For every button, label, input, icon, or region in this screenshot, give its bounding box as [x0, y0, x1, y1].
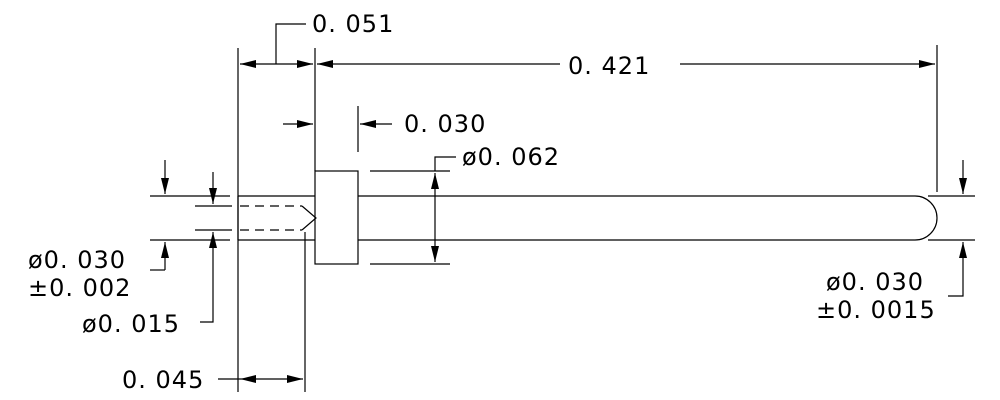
- dim-label-collar-width: 0. 030: [404, 110, 486, 138]
- dim-collar-width: 0. 030: [283, 106, 486, 152]
- leader-line: [275, 23, 306, 64]
- arrowhead: [317, 60, 333, 68]
- arrowhead: [297, 120, 313, 128]
- hidden-bore: [240, 205, 317, 231]
- dim-tail-diameter: ø0. 030 ±0. 002: [28, 160, 230, 302]
- dimension-line-bottom-leader: [948, 242, 964, 297]
- arrowhead: [959, 178, 967, 194]
- arrowhead: [959, 242, 967, 258]
- dim-label-pin-diameter: ø0. 030: [826, 268, 924, 296]
- dim-offset-to-collar: 0. 051: [237, 10, 394, 392]
- collar: [314, 170, 359, 265]
- arrowhead: [209, 232, 217, 248]
- arrowhead: [287, 375, 303, 383]
- dim-label-tail-diameter: ø0. 030: [28, 246, 126, 274]
- arrowhead: [240, 60, 256, 68]
- leader-line: [434, 156, 456, 171]
- dim-label-bore-depth: 0. 045: [122, 366, 204, 394]
- dim-label-length: 0. 421: [568, 52, 650, 80]
- dim-label-collar-diameter: ø0. 062: [462, 143, 560, 171]
- dim-bore-diameter: ø0. 015: [82, 172, 232, 338]
- pin-rounded-tip: [914, 195, 938, 241]
- dim-bore-depth: 0. 045: [122, 232, 306, 394]
- dim-label-tail-tolerance: ±0. 002: [28, 274, 131, 302]
- arrowhead: [431, 173, 439, 189]
- dim-collar-diameter: ø0. 062: [370, 143, 560, 265]
- dim-label-offset: 0. 051: [312, 10, 394, 38]
- dimension-line-bottom-leader: [200, 232, 214, 323]
- dim-label-pin-tolerance: ±0. 0015: [816, 296, 936, 324]
- dim-pin-length: 0. 421: [317, 45, 938, 192]
- part-outline: [237, 170, 938, 265]
- arrowhead: [240, 375, 256, 383]
- arrowhead: [297, 60, 313, 68]
- arrowhead: [161, 178, 169, 194]
- arrowhead: [161, 242, 169, 258]
- dim-label-bore-diameter: ø0. 015: [82, 310, 180, 338]
- dim-pin-diameter: ø0. 030 ±0. 0015: [816, 160, 975, 324]
- arrowhead: [431, 246, 439, 262]
- arrowhead: [209, 188, 217, 204]
- bore-drill-point: [301, 205, 317, 231]
- arrowhead: [360, 120, 376, 128]
- arrowhead: [919, 60, 935, 68]
